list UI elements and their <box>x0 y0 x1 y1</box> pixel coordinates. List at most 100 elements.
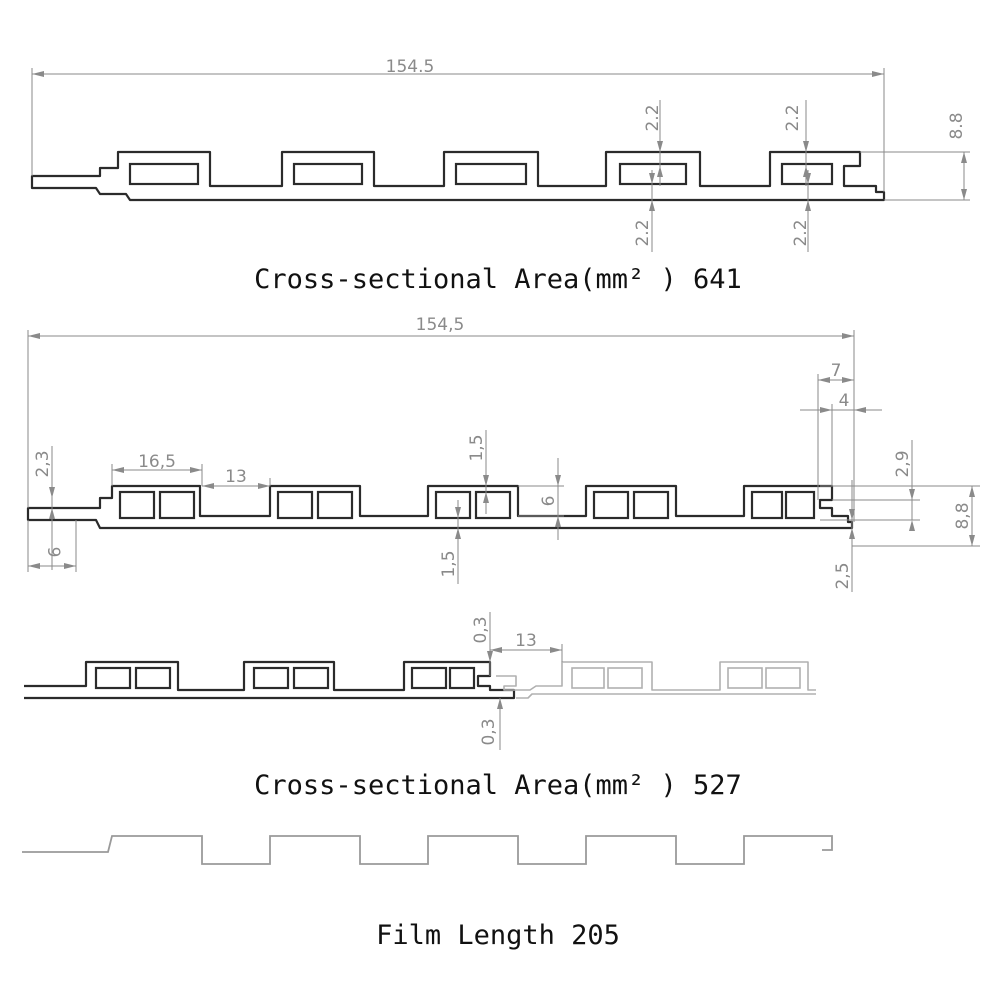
profile-2-cavity <box>316 490 354 520</box>
dim-arrow <box>483 492 489 503</box>
caption-film-length: Film Length 205 <box>376 920 620 951</box>
dim-arrow <box>657 141 663 152</box>
dim-label-gap: 13 <box>225 467 247 487</box>
dim-label-wall-bottom: 2.2 <box>633 219 653 246</box>
dim-label-upper-offset: 2,9 <box>893 450 913 477</box>
profile-2-cavity <box>592 490 630 520</box>
dim-label-left-tongue: 9 <box>43 547 63 558</box>
caption-area-527: Cross-sectional Area(mm² ) 527 <box>254 770 742 801</box>
dim-arrow <box>961 189 967 200</box>
dim-arrow <box>909 489 915 500</box>
assembly-cavity <box>765 667 801 689</box>
assembly-cavity <box>571 667 605 689</box>
dim-arrow <box>487 651 493 662</box>
dim-arrow <box>112 467 124 473</box>
caption-area-641: Cross-sectional Area(mm² ) 641 <box>254 264 742 295</box>
dim-arrow <box>49 487 55 498</box>
assembly-cavity <box>134 666 172 690</box>
assembly-cavity <box>607 667 643 689</box>
dim-label-wall-bottom: 2.2 <box>791 219 811 246</box>
dim-arrow <box>258 483 270 489</box>
profile-1-cavity <box>128 162 200 186</box>
dim-arrow <box>555 516 561 527</box>
film-outline <box>22 835 833 865</box>
dim-arrow <box>820 407 832 413</box>
dim-arrow <box>969 535 975 546</box>
dim-arrow <box>849 509 855 520</box>
dim-label-height: 8.8 <box>947 112 967 139</box>
profile-1-cavity <box>292 162 364 186</box>
profile-1-cavity <box>454 162 528 186</box>
dim-label-wall-top: 1,5 <box>467 434 487 461</box>
film: Film Length 205 <box>22 835 833 951</box>
dim-label-wall-bottom: 1,5 <box>439 550 459 577</box>
dim-arrow <box>32 71 44 77</box>
dim-arrow <box>483 475 489 486</box>
profile-2-cavity <box>750 490 784 520</box>
dim-arrow <box>649 173 655 184</box>
dim-label-cell-width: 16,5 <box>138 452 176 472</box>
profile-2-cavity <box>158 490 196 520</box>
dim-label-cavity-height: 6 <box>539 496 559 507</box>
profile-2-cavity <box>276 490 314 520</box>
assembly-cavity <box>292 666 330 690</box>
dim-arrow <box>961 152 967 163</box>
dim-arrow <box>28 563 40 569</box>
dim-arrow <box>555 475 561 486</box>
dim-label-overlap: 13 <box>515 631 537 651</box>
dim-arrow <box>909 520 915 531</box>
dim-label-gap-bottom: 0,3 <box>479 718 499 745</box>
dim-arrow <box>455 507 461 518</box>
assembly-cavity <box>94 666 132 690</box>
profile-1-cavity <box>618 162 688 186</box>
profile-2-cavity <box>632 490 670 520</box>
assembly-right-panel <box>496 661 816 699</box>
dim-arrow <box>190 467 202 473</box>
assembly-cavity <box>727 667 763 689</box>
dim-label-lower-offset: 2,5 <box>833 562 853 589</box>
dim-label-overall-width: 154,5 <box>416 315 465 335</box>
dim-arrow <box>64 563 76 569</box>
dim-arrow <box>842 377 854 383</box>
assembly-cavity <box>410 666 448 690</box>
profile-2-cavity <box>118 490 156 520</box>
profile-2: 154,5 16,5 13 2,3 9 1,5 1 <box>26 315 980 592</box>
dim-label-height: 8,8 <box>953 502 973 529</box>
dim-label-wall-top: 2.2 <box>643 104 663 131</box>
dim-arrow <box>657 166 663 177</box>
assembly-cavity <box>448 666 476 690</box>
dim-arrow <box>854 407 866 413</box>
dim-arrow <box>969 486 975 497</box>
dim-arrow <box>803 141 809 152</box>
dim-arrow <box>455 528 461 539</box>
dim-arrow <box>842 333 854 339</box>
dim-label-left-step: 2,3 <box>33 450 53 477</box>
dim-label-groove-inner: 4 <box>839 391 850 411</box>
dim-arrow <box>872 71 884 77</box>
profile-1-cavity <box>780 162 834 186</box>
profile-1: 154.5 8.8 2.2 2.2 2.2 2.2 Cross-sectiona… <box>30 57 970 295</box>
dim-arrow <box>818 377 830 383</box>
dim-arrow <box>550 647 562 653</box>
dim-arrow <box>202 483 214 489</box>
dim-arrow <box>805 173 811 184</box>
profile-2-cavity <box>434 490 472 520</box>
dim-arrow <box>849 528 855 539</box>
assembly: 13 0,3 0,3 Cross-sectional Area(mm² ) 52… <box>24 612 816 801</box>
dim-label-wall-top: 2.2 <box>783 104 803 131</box>
dim-arrow <box>49 508 55 519</box>
dim-label-groove-depth: 7 <box>831 361 842 381</box>
dim-arrow <box>497 698 503 709</box>
dim-label-gap-top: 0,3 <box>471 616 491 643</box>
dim-arrow <box>28 333 40 339</box>
assembly-left-panel <box>24 660 516 700</box>
profile-2-outline <box>26 484 854 530</box>
dim-arrow <box>805 200 811 211</box>
dim-arrow <box>649 200 655 211</box>
dim-arrow <box>490 647 502 653</box>
dim-label-overall-width: 154.5 <box>386 57 435 77</box>
assembly-cavity <box>252 666 290 690</box>
profile-2-cavity <box>784 490 816 520</box>
profile-2-cavity <box>474 490 512 520</box>
profile-1-outline <box>30 150 886 202</box>
